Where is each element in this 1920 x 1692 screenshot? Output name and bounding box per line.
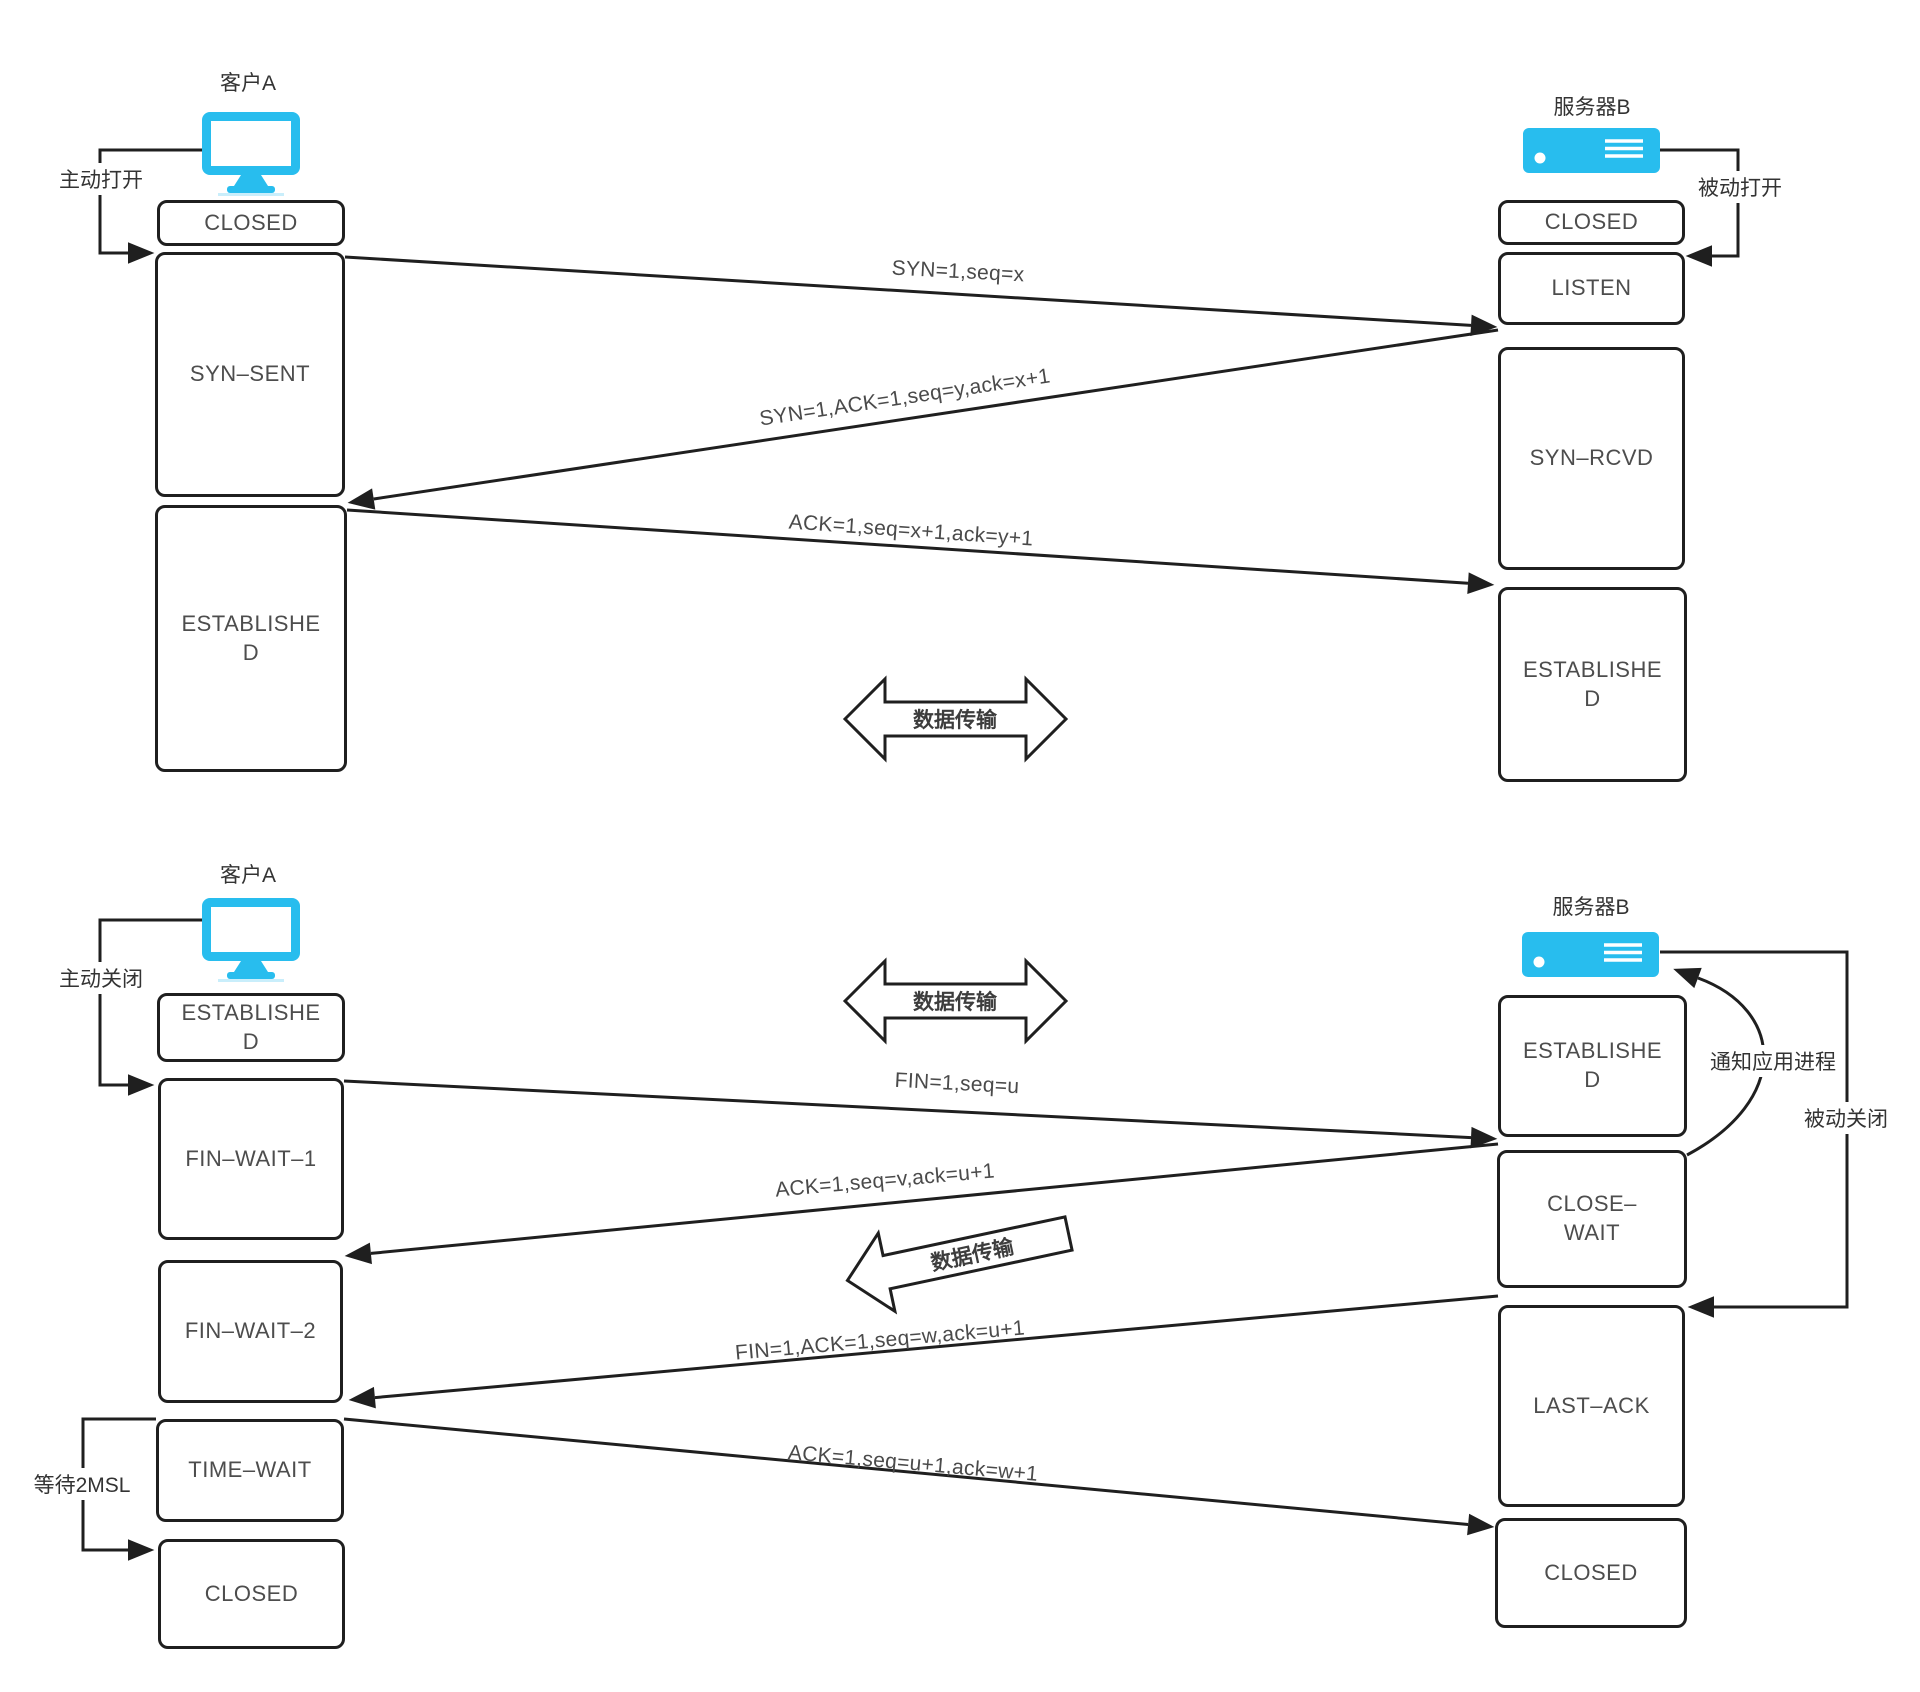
server-icon: [1522, 932, 1659, 977]
passive-close-label: 被动关闭: [1801, 1102, 1891, 1134]
state-label: SYN–SENT: [189, 361, 311, 387]
state-label: CLOSED: [1544, 209, 1639, 235]
state-box-server-syn-rcvd: SYN–RCVD: [1498, 347, 1685, 570]
fin-ack-arrow: [344, 1142, 1499, 1265]
notify-process-label: 通知应用进程: [1707, 1045, 1839, 1077]
syn-arrow: [344, 255, 1498, 337]
state-label: SYN–RCVD: [1529, 445, 1654, 471]
state-label: CLOSED: [204, 209, 298, 235]
state-box-server-established: ESTABLISHED: [1498, 995, 1687, 1137]
state-box-server-closed: CLOSED: [1495, 1518, 1687, 1628]
server-title: 服务器B: [1549, 890, 1633, 922]
server-icon: [1523, 128, 1660, 173]
client-title: 客户A: [216, 66, 280, 98]
state-box-server-established: ESTABLISHED: [1498, 587, 1687, 782]
state-label: ESTABLISHED: [181, 999, 321, 1054]
active-open-label: 主动打开: [56, 163, 146, 195]
state-box-server-last-ack: LAST–ACK: [1498, 1305, 1685, 1507]
active-close-label: 主动关闭: [56, 962, 146, 994]
state-box-client-fin-wait-1: FIN–WAIT–1: [158, 1078, 344, 1240]
state-label: LAST–ACK: [1533, 1392, 1650, 1418]
ack-arrow: [346, 508, 1495, 594]
data-transfer-label: 数据传输: [910, 986, 1000, 1016]
state-box-client-fin-wait-2: FIN–WAIT–2: [158, 1260, 343, 1403]
state-label: LISTEN: [1551, 275, 1632, 301]
state-box-client-established: ESTABLISHED: [157, 993, 345, 1062]
client-monitor-icon: [202, 112, 300, 196]
state-label: CLOSED: [1544, 1559, 1638, 1585]
server-fin-arrow: [348, 1294, 1499, 1409]
state-label: ESTABLISHED: [1522, 1038, 1663, 1092]
state-label: CLOSED: [204, 1580, 299, 1606]
state-box-server-closed: CLOSED: [1498, 200, 1685, 245]
state-label: ESTABLISHED: [1522, 656, 1663, 711]
passive-open-bracket: [1660, 148, 1740, 267]
server-title: 服务器B: [1550, 90, 1634, 122]
state-box-client-closed: CLOSED: [158, 1539, 345, 1649]
state-box-server-close-wait: CLOSE–WAIT: [1497, 1150, 1687, 1288]
state-label: TIME–WAIT: [188, 1457, 312, 1483]
state-label: ESTABLISHED: [181, 610, 321, 665]
client-title: 客户A: [216, 858, 280, 890]
passive-open-label: 被动打开: [1695, 171, 1785, 203]
state-box-client-time-wait: TIME–WAIT: [156, 1419, 344, 1522]
synack-arrow: [347, 328, 1499, 510]
wait-2msl-label: 等待2MSL: [30, 1468, 134, 1500]
state-box-client-closed: CLOSED: [157, 200, 345, 246]
state-label: CLOSE–WAIT: [1547, 1191, 1637, 1245]
fin-arrow: [343, 1079, 1498, 1149]
state-box-server-listen: LISTEN: [1498, 252, 1685, 325]
state-box-client-syn-sent: SYN–SENT: [155, 252, 345, 497]
data-transfer-label: 数据传输: [910, 704, 1000, 734]
state-box-client-established: ESTABLISHED: [155, 505, 347, 772]
client-monitor-icon: [202, 898, 300, 982]
last-ack-arrow: [343, 1417, 1495, 1536]
active-close-bracket: [98, 918, 202, 1096]
active-open-bracket: [98, 148, 202, 264]
state-label: FIN–WAIT–1: [185, 1145, 317, 1171]
state-label: FIN–WAIT–2: [184, 1318, 317, 1344]
